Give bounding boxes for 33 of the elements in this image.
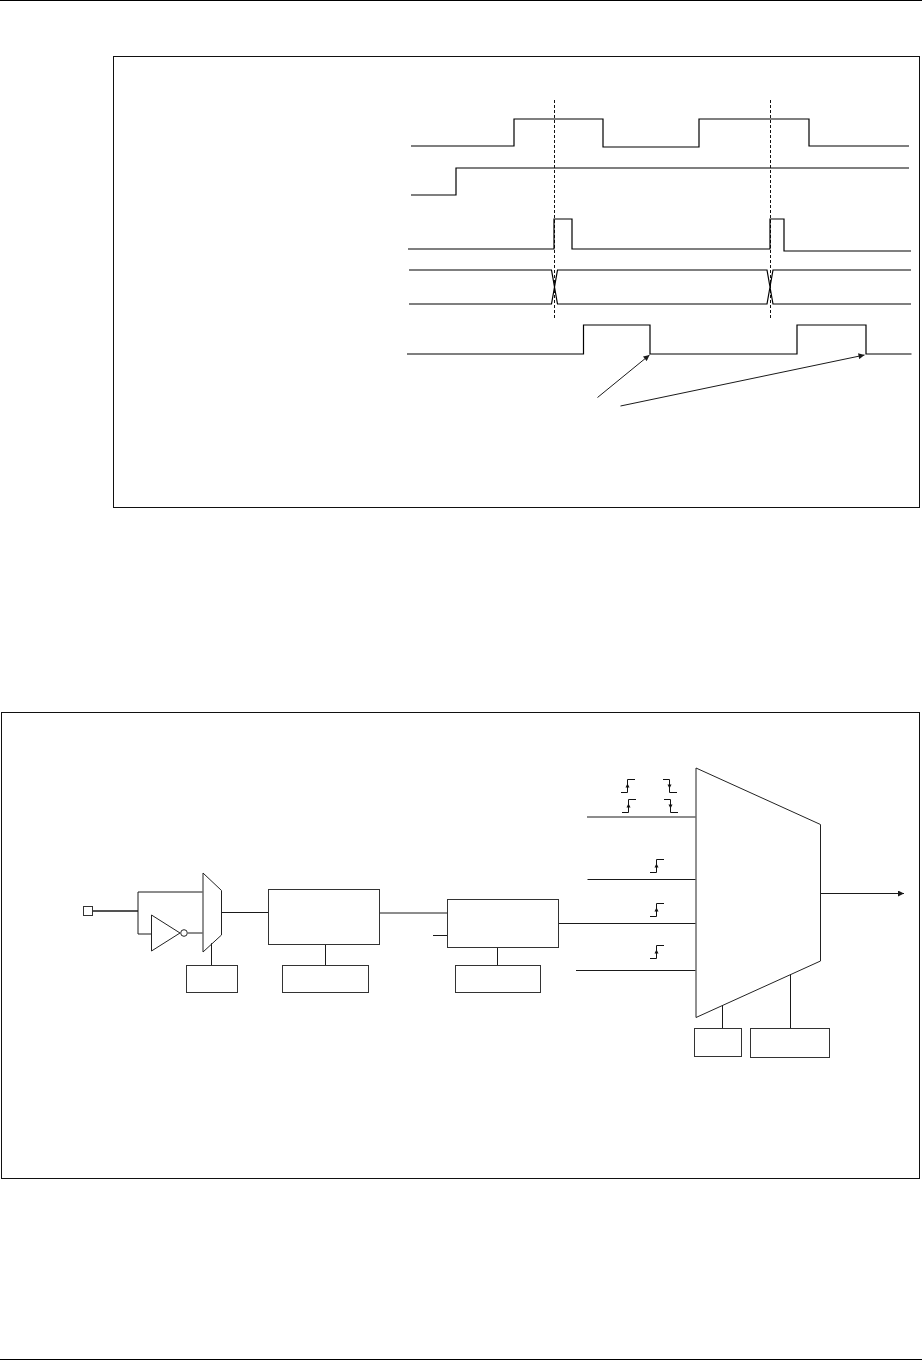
input-line [432,935,448,936]
block-box [455,965,541,993]
connector-line [558,923,696,924]
block-box [186,965,238,993]
block-box [447,899,559,948]
connector-line [379,912,448,914]
connector-line [187,932,203,934]
connector-line [325,944,326,966]
block-box [694,1028,742,1057]
bus-waveform [408,269,912,305]
block-box [268,889,380,945]
multiplexer-trapezoid [695,768,820,1018]
block-box [282,965,369,993]
signal-waveform [410,167,910,196]
connector-line [790,973,791,1029]
connector-line [220,912,269,913]
output-arrow [819,890,905,897]
input-line [587,879,696,880]
signal-waveform [406,324,913,355]
multiplexer-trapezoid [202,872,221,952]
signal-waveform [410,118,910,148]
input-line [575,970,696,971]
leader-arrow [620,353,865,407]
inverter-symbol [151,914,188,952]
pin-pad [83,906,93,916]
connector-line [722,1004,723,1029]
block-box [750,1028,830,1058]
input-line [586,816,696,818]
signal-waveform [407,218,912,252]
connector-line [497,947,498,966]
leader-arrow [597,354,650,398]
connector-line [92,910,152,935]
connector-line [211,942,212,966]
